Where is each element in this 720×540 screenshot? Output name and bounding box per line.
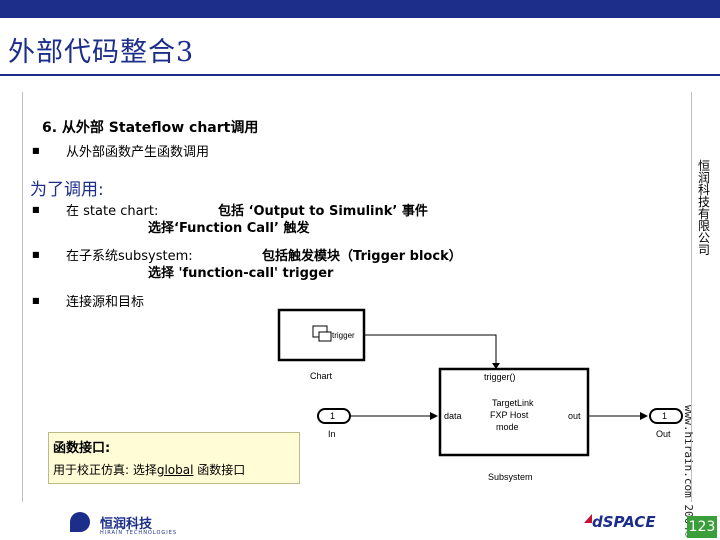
dspace-logo-text: dSPACE <box>592 513 656 531</box>
arrowhead-icon <box>640 412 648 420</box>
title-divider <box>0 74 720 76</box>
dspace-mark-icon <box>584 514 592 523</box>
note-box: 函数接口: 用于校正仿真: 选择global 函数接口 <box>48 432 300 484</box>
out-port-value: 1 <box>662 411 667 421</box>
item2-label: 在子系统subsystem: <box>66 249 193 264</box>
out-port-block <box>649 408 683 424</box>
note-body-prefix: 用于校正仿真: 选择 <box>53 463 157 477</box>
in-port-label: In <box>328 429 336 439</box>
subsystem-text-1: TargetLink <box>492 398 534 408</box>
note-body-link[interactable]: global <box>156 463 194 477</box>
item2-detail-2: 选择 'function-call' trigger <box>148 266 334 281</box>
side-company-text: 恒润科技有限公司 <box>697 159 710 257</box>
note-body: 用于校正仿真: 选择global 函数接口 <box>53 461 245 478</box>
top-bar <box>0 0 720 18</box>
item2-detail: 包括触发模块（Trigger block） <box>262 249 462 264</box>
chart-port-label: trigger <box>332 331 355 340</box>
bullet-square-icon: ■ <box>32 146 40 155</box>
bullet-square-icon: ■ <box>32 296 40 305</box>
item3-label: 连接源和目标 <box>66 295 145 310</box>
item1-label: 在 state chart: <box>66 204 159 219</box>
subsystem-label: Subsystem <box>488 472 533 482</box>
chart-block-label: Chart <box>310 371 333 381</box>
subsystem-block <box>438 367 590 457</box>
page-number: 123 <box>687 516 717 538</box>
in-port-value: 1 <box>330 411 335 421</box>
out-port-label: Out <box>656 429 671 439</box>
content-frame <box>22 92 692 502</box>
trigger-signal-line <box>364 334 497 369</box>
arrowhead-icon <box>492 363 500 369</box>
hirain-logo-text: 恒润科技 <box>100 517 153 532</box>
subsystem-out-label: out <box>568 411 581 421</box>
bullet-square-icon: ■ <box>32 250 40 259</box>
item1-detail: 包括 ‘Output to Simulink’ 事件 <box>218 204 428 219</box>
hirain-logo-subtext: HIRAIN TECHNOLOGIES <box>100 530 178 536</box>
note-title: 函数接口: <box>53 441 111 456</box>
bullet-square-icon: ■ <box>32 205 40 214</box>
note-body-suffix: 函数接口 <box>193 463 246 477</box>
item1-detail-2: 选择‘Function Call’ 触发 <box>148 221 310 236</box>
hirain-logo-icon <box>70 512 90 532</box>
subsystem-trigger-label: trigger() <box>484 372 516 382</box>
subsystem-in-label: data <box>444 411 462 421</box>
subsystem-text-2: FXP Host <box>490 410 529 420</box>
arrowhead-icon <box>430 412 438 420</box>
section-heading: 6. 从外部 Stateflow chart调用 <box>42 120 259 136</box>
subheading: 为了调用: <box>30 180 104 200</box>
bullet-text-1: 从外部函数产生函数调用 <box>66 145 210 160</box>
slide-title: 外部代码整合3 <box>8 37 195 68</box>
subsystem-text-3: mode <box>496 422 519 432</box>
chart-state-icon <box>318 331 332 342</box>
